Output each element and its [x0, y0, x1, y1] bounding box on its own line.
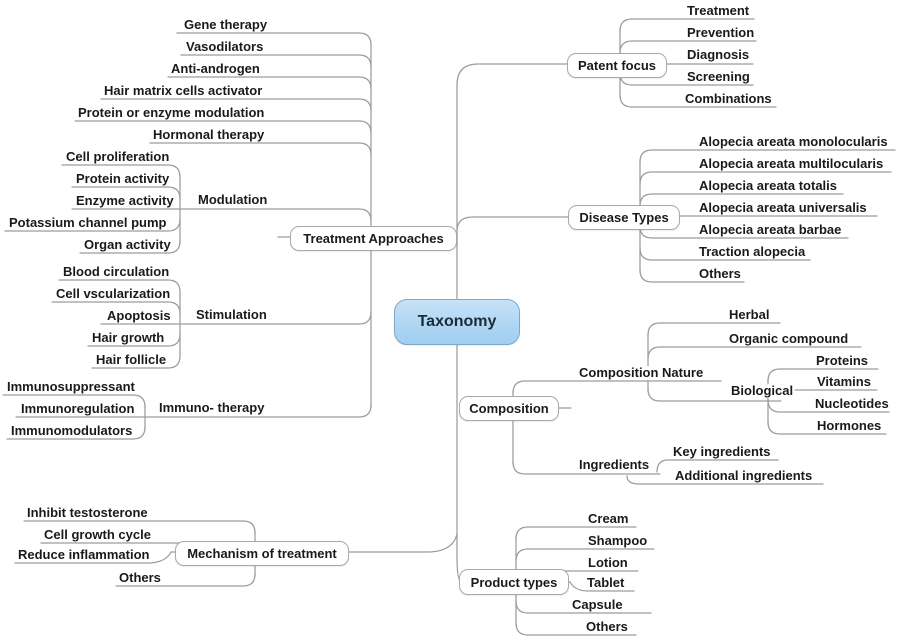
- node-protein-activity[interactable]: Protein activity: [75, 171, 171, 186]
- node-cell-proliferation[interactable]: Cell proliferation: [65, 149, 171, 164]
- node-capsule[interactable]: Capsule: [571, 597, 624, 612]
- node-reduce-inflammation[interactable]: Reduce inflammation: [17, 547, 151, 562]
- node-hair-growth[interactable]: Hair growth: [91, 330, 166, 345]
- node-traction-alopecia[interactable]: Traction alopecia: [698, 244, 807, 259]
- node-product-others[interactable]: Others: [585, 619, 629, 634]
- node-enzyme-activity[interactable]: Enzyme activity: [75, 193, 175, 208]
- node-treatment[interactable]: Treatment: [686, 3, 751, 18]
- node-mechanism-others[interactable]: Others: [118, 570, 162, 585]
- root-node-taxonomy[interactable]: Taxonomy: [394, 299, 520, 345]
- node-alopecia-universalis[interactable]: Alopecia areata universalis: [698, 200, 868, 215]
- patent-focus-edges: [619, 18, 777, 108]
- node-vasodilators[interactable]: Vasodilators: [185, 39, 265, 54]
- node-key-ingredients[interactable]: Key ingredients: [672, 444, 772, 459]
- node-nucleotides[interactable]: Nucleotides: [814, 396, 890, 411]
- node-shampoo[interactable]: Shampoo: [587, 533, 649, 548]
- node-hair-follicle[interactable]: Hair follicle: [95, 352, 168, 367]
- node-alopecia-multilocularis[interactable]: Alopecia areata multilocularis: [698, 156, 885, 171]
- node-cell-growth-cycle[interactable]: Cell growth cycle: [43, 527, 152, 542]
- node-disease-others[interactable]: Others: [698, 266, 742, 281]
- node-disease-types[interactable]: Disease Types: [568, 205, 680, 230]
- node-cell-vscularization[interactable]: Cell vscularization: [55, 286, 172, 301]
- node-anti-androgen[interactable]: Anti-androgen: [170, 61, 261, 76]
- node-inhibit-testosterone[interactable]: Inhibit testosterone: [26, 505, 149, 520]
- node-diagnosis[interactable]: Diagnosis: [686, 47, 751, 62]
- node-ingredients[interactable]: Ingredients: [578, 457, 651, 472]
- node-immunoregulation[interactable]: Immunoregulation: [20, 401, 136, 416]
- treatment-approaches-edges: [15, 32, 372, 418]
- node-vitamins[interactable]: Vitamins: [816, 374, 872, 389]
- composition-edges: [512, 322, 890, 485]
- node-screening[interactable]: Screening: [686, 69, 751, 84]
- node-tablet[interactable]: Tablet: [586, 575, 626, 590]
- node-lotion[interactable]: Lotion: [587, 555, 629, 570]
- node-stimulation[interactable]: Stimulation: [195, 307, 268, 322]
- node-herbal[interactable]: Herbal: [728, 307, 771, 322]
- node-patent-focus[interactable]: Patent focus: [567, 53, 667, 78]
- node-immunomodulators[interactable]: Immunomodulators: [10, 423, 134, 438]
- node-gene-therapy[interactable]: Gene therapy: [183, 17, 269, 32]
- modulation-edges: [4, 164, 181, 254]
- node-cream[interactable]: Cream: [587, 511, 630, 526]
- node-mechanism-of-treatment[interactable]: Mechanism of treatment: [175, 541, 349, 566]
- stimulation-edges: [51, 279, 181, 369]
- node-alopecia-barbae[interactable]: Alopecia areata barbae: [698, 222, 843, 237]
- node-immuno-therapy[interactable]: Immuno- therapy: [158, 400, 266, 415]
- node-hormonal-therapy[interactable]: Hormonal therapy: [152, 127, 266, 142]
- node-blood-circulation[interactable]: Blood circulation: [62, 264, 171, 279]
- node-biological[interactable]: Biological: [730, 383, 795, 398]
- node-protein-or-enzyme-modulation[interactable]: Protein or enzyme modulation: [77, 105, 266, 120]
- node-additional-ingredients[interactable]: Additional ingredients: [674, 468, 814, 483]
- node-treatment-approaches[interactable]: Treatment Approaches: [290, 226, 457, 251]
- node-product-types[interactable]: Product types: [459, 569, 569, 595]
- immuno-therapy-edges: [2, 394, 146, 440]
- node-immunosuppressant[interactable]: Immunosuppressant: [6, 379, 136, 394]
- node-alopecia-monolocularis[interactable]: Alopecia areata monolocularis: [698, 134, 889, 149]
- node-composition[interactable]: Composition: [459, 396, 559, 421]
- node-modulation[interactable]: Modulation: [197, 192, 269, 207]
- node-composition-nature[interactable]: Composition Nature: [578, 365, 705, 380]
- node-alopecia-totalis[interactable]: Alopecia areata totalis: [698, 178, 838, 193]
- node-apoptosis[interactable]: Apoptosis: [106, 308, 172, 323]
- node-organic-compound[interactable]: Organic compound: [728, 331, 850, 346]
- node-potassium-channel-pump[interactable]: Potassium channel pump: [8, 215, 168, 230]
- node-hormones[interactable]: Hormones: [816, 418, 883, 433]
- node-prevention[interactable]: Prevention: [686, 25, 756, 40]
- node-organ-activity[interactable]: Organ activity: [83, 237, 172, 252]
- node-hair-matrix-cells-activator[interactable]: Hair matrix cells activator: [103, 83, 264, 98]
- node-proteins[interactable]: Proteins: [815, 353, 870, 368]
- node-combinations[interactable]: Combinations: [684, 91, 773, 106]
